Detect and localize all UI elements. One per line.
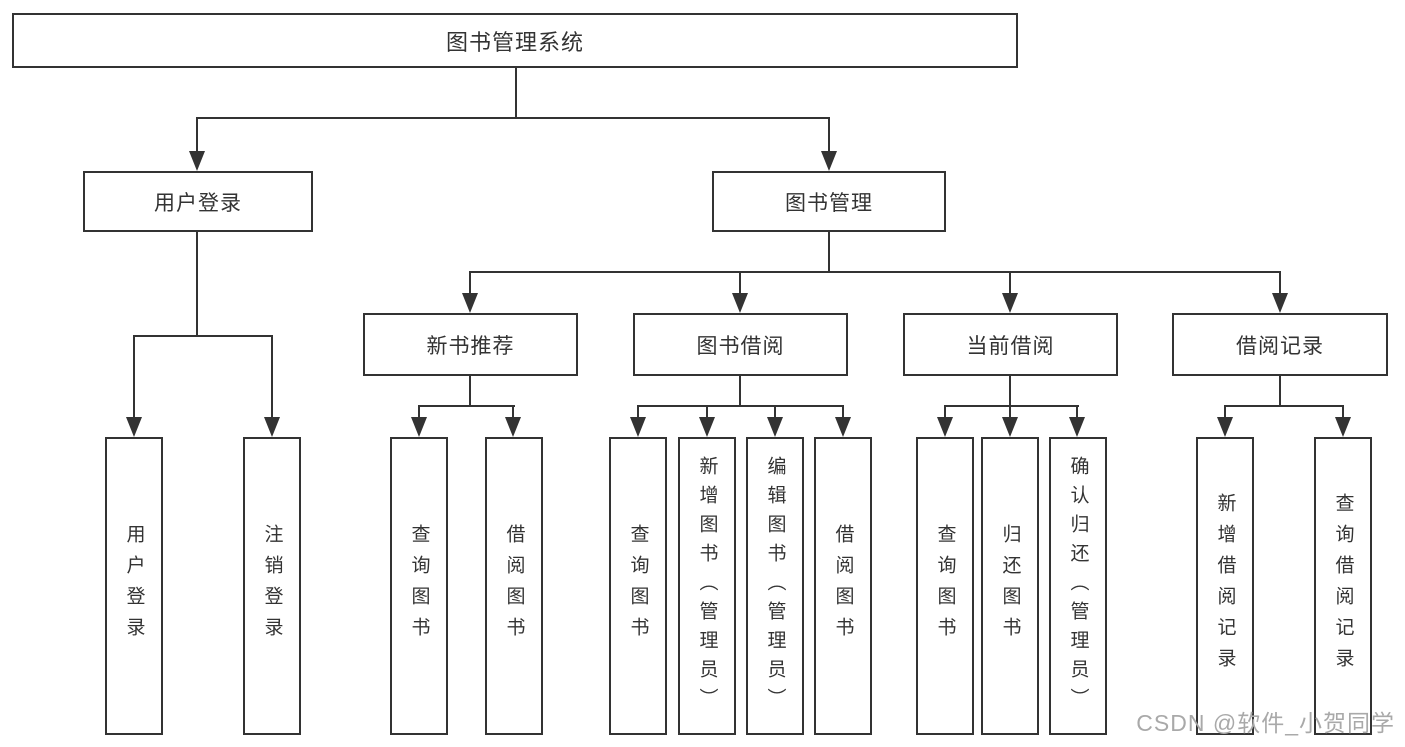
connector-line bbox=[469, 271, 471, 295]
connector-line bbox=[133, 335, 135, 419]
node-book-management: 图书管理 bbox=[712, 171, 946, 232]
node-label: 当前借阅 bbox=[966, 334, 1055, 358]
watermark: CSDN @软件_小贺同学 bbox=[1136, 710, 1395, 736]
node-borrow-records: 借阅记录 bbox=[1172, 313, 1388, 376]
node-label: 用户登录 bbox=[123, 524, 145, 648]
connector-line bbox=[196, 232, 198, 337]
leaf-recommend-borrow-books: 借阅图书 bbox=[485, 437, 543, 735]
connector-line bbox=[637, 405, 639, 419]
leaf-current-confirm-return-admin: 确认归还（管理员） bbox=[1049, 437, 1107, 735]
arrow-down-icon bbox=[937, 417, 953, 437]
leaf-current-query-books: 查询图书 bbox=[916, 437, 974, 735]
arrow-down-icon bbox=[630, 417, 646, 437]
connector-line bbox=[1342, 405, 1344, 419]
arrow-down-icon bbox=[1217, 417, 1233, 437]
arrow-down-icon bbox=[264, 417, 280, 437]
arrow-down-icon bbox=[1002, 417, 1018, 437]
connector-line bbox=[637, 405, 844, 407]
connector-line bbox=[418, 405, 420, 419]
connector-line bbox=[271, 335, 273, 419]
connector-line bbox=[944, 405, 946, 419]
leaf-borrow-add-books-admin: 新增图书（管理员） bbox=[678, 437, 736, 735]
connector-line bbox=[133, 335, 273, 337]
arrow-down-icon bbox=[1002, 293, 1018, 313]
arrow-down-icon bbox=[411, 417, 427, 437]
connector-line bbox=[515, 68, 517, 118]
arrow-down-icon bbox=[1069, 417, 1085, 437]
node-label: 借阅记录 bbox=[1236, 334, 1324, 358]
node-label: 图书管理系统 bbox=[445, 29, 584, 55]
leaf-current-return-books: 归还图书 bbox=[981, 437, 1039, 735]
connector-line bbox=[469, 376, 471, 407]
connector-line bbox=[842, 405, 844, 419]
arrow-down-icon bbox=[767, 417, 783, 437]
arrow-down-icon bbox=[1335, 417, 1351, 437]
connector-line bbox=[196, 117, 830, 119]
node-label: 查询图书 bbox=[934, 524, 956, 648]
connector-line bbox=[1224, 405, 1344, 407]
connector-line bbox=[828, 117, 830, 153]
node-root: 图书管理系统 bbox=[12, 13, 1018, 68]
node-book-borrow: 图书借阅 bbox=[633, 313, 848, 376]
connector-line bbox=[774, 405, 776, 419]
connector-line bbox=[1279, 376, 1281, 407]
arrow-down-icon bbox=[126, 417, 142, 437]
node-label: 查询图书 bbox=[408, 524, 430, 648]
node-label: 新增借阅记录 bbox=[1214, 493, 1236, 679]
connector-line bbox=[944, 405, 1079, 407]
node-current-borrow: 当前借阅 bbox=[903, 313, 1118, 376]
arrow-down-icon bbox=[732, 293, 748, 313]
connector-line bbox=[418, 405, 515, 407]
connector-line bbox=[469, 271, 1281, 273]
leaf-borrow-edit-books-admin: 编辑图书（管理员） bbox=[746, 437, 804, 735]
leaf-recommend-query-books: 查询图书 bbox=[390, 437, 448, 735]
connector-line bbox=[196, 117, 198, 153]
connector-line bbox=[828, 232, 830, 273]
node-label: 归还图书 bbox=[999, 524, 1021, 648]
leaf-user-login: 用户登录 bbox=[105, 437, 163, 735]
connector-line bbox=[1224, 405, 1226, 419]
node-label: 借阅图书 bbox=[832, 524, 854, 648]
arrow-down-icon bbox=[835, 417, 851, 437]
node-label: 借阅图书 bbox=[503, 524, 525, 648]
node-label: 确认归还（管理员） bbox=[1067, 455, 1089, 717]
connector-line bbox=[1009, 405, 1011, 419]
arrow-down-icon bbox=[462, 293, 478, 313]
connector-line bbox=[1076, 405, 1078, 419]
arrow-down-icon bbox=[821, 151, 837, 171]
connector-line bbox=[1009, 271, 1011, 295]
arrow-down-icon bbox=[699, 417, 715, 437]
connector-line bbox=[739, 376, 741, 407]
node-label: 新书推荐 bbox=[426, 334, 515, 358]
node-label: 查询图书 bbox=[627, 524, 649, 648]
connector-line bbox=[1279, 271, 1281, 295]
arrow-down-icon bbox=[505, 417, 521, 437]
arrow-down-icon bbox=[1272, 293, 1288, 313]
node-label: 图书管理 bbox=[785, 191, 873, 215]
connector-line bbox=[512, 405, 514, 419]
node-label: 图书借阅 bbox=[696, 334, 785, 358]
node-label: 用户登录 bbox=[154, 191, 242, 215]
node-label: 编辑图书（管理员） bbox=[764, 455, 786, 717]
connector-line bbox=[1009, 376, 1011, 407]
connector-line bbox=[739, 271, 741, 295]
node-user-login: 用户登录 bbox=[83, 171, 313, 232]
arrow-down-icon bbox=[189, 151, 205, 171]
leaf-borrow-borrow-books: 借阅图书 bbox=[814, 437, 872, 735]
leaf-logout-login: 注销登录 bbox=[243, 437, 301, 735]
leaf-records-query-borrow-record: 查询借阅记录 bbox=[1314, 437, 1372, 735]
node-label: 注销登录 bbox=[261, 524, 283, 648]
node-label: 新增图书（管理员） bbox=[696, 455, 718, 717]
connector-line bbox=[706, 405, 708, 419]
leaf-records-add-borrow-record: 新增借阅记录 bbox=[1196, 437, 1254, 735]
node-label: 查询借阅记录 bbox=[1332, 493, 1354, 679]
node-new-book-recommend: 新书推荐 bbox=[363, 313, 578, 376]
leaf-borrow-query-books: 查询图书 bbox=[609, 437, 667, 735]
